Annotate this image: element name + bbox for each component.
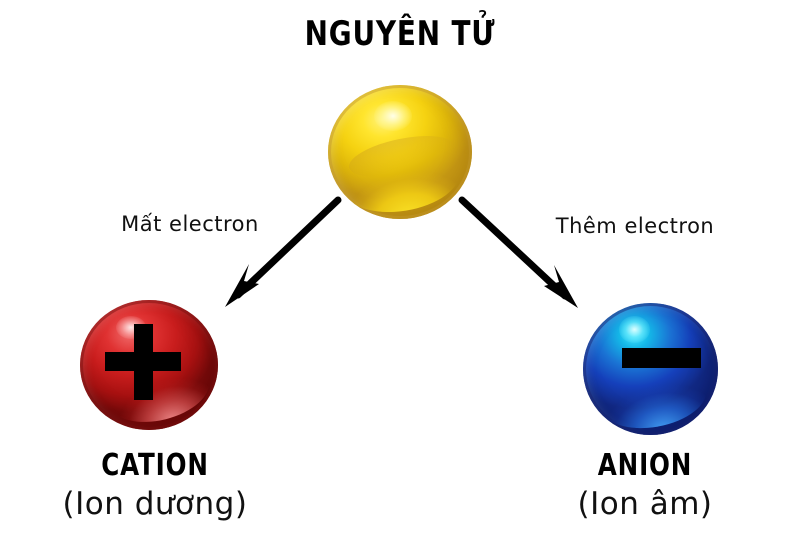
anion-sphere-rim [583,303,718,435]
anion-sublabel: (Ion âm) [577,486,713,522]
anion-sphere-highlight [619,316,651,343]
cation-label: CATION [101,448,209,483]
plus-sign-icon-vertical [134,324,153,400]
arrow-left-shaft [234,196,342,299]
arrow-right-shaft [458,196,569,300]
cation-sublabel: (Ion dương) [62,486,248,522]
page-title: NGUYÊN TỬ [304,14,496,54]
atom-sphere [328,85,472,220]
anion-sphere [583,303,718,437]
arrow-right-head [544,265,578,308]
anion-label: ANION [597,448,693,483]
arrow-label-lose-electron: Mất electron [121,212,259,236]
arrow-label-gain-electron: Thêm electron [555,214,715,238]
arrow-left-head [225,264,259,307]
minus-sign-icon [622,348,701,368]
